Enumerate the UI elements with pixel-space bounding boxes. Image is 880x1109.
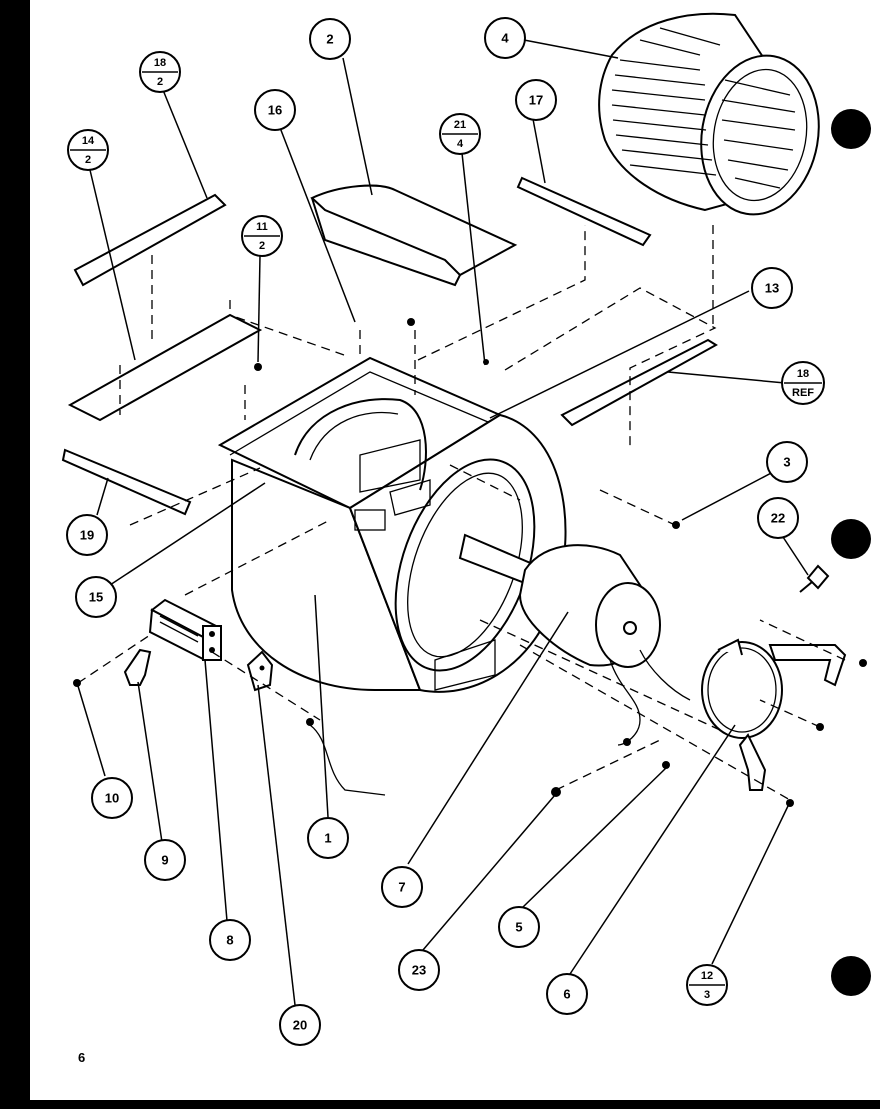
svg-text:9: 9 (161, 853, 168, 868)
callout-21-4: 21 4 (439, 113, 481, 155)
blower-housing (217, 356, 567, 693)
fitting-22 (799, 564, 830, 593)
strip-18-ref (560, 338, 718, 427)
svg-text:11: 11 (256, 221, 268, 233)
callout-8: 8 (209, 919, 251, 961)
svg-text:19: 19 (80, 528, 94, 543)
panel-14-2 (67, 255, 263, 422)
svg-text:18: 18 (797, 368, 809, 380)
callout-12-3: 12 3 (686, 964, 728, 1006)
assembly-lines (77, 225, 846, 801)
svg-text:17: 17 (529, 93, 543, 108)
leader-lines (77, 39, 809, 1006)
svg-text:4: 4 (501, 31, 509, 46)
callout-14-2: 14 2 (67, 129, 109, 171)
registration-dot-middle (831, 519, 871, 559)
capacitor-clip (123, 648, 152, 686)
callout-15: 15 (75, 576, 117, 618)
bracket-20 (246, 650, 274, 692)
svg-text:8: 8 (226, 933, 233, 948)
motor-mount-band (701, 638, 847, 791)
svg-text:6: 6 (563, 987, 570, 1002)
callout-9: 9 (144, 839, 186, 881)
svg-text:2: 2 (85, 154, 91, 166)
svg-text:12: 12 (701, 970, 713, 982)
callout-5: 5 (498, 906, 540, 948)
capacitor (148, 598, 222, 662)
svg-text:5: 5 (515, 920, 522, 935)
blower-wheel (598, 12, 820, 216)
callout-16: 16 (254, 89, 296, 131)
svg-text:2: 2 (157, 76, 163, 88)
svg-text:1: 1 (324, 831, 331, 846)
callout-17: 17 (515, 79, 557, 121)
svg-text:22: 22 (771, 511, 785, 526)
callout-19: 19 (66, 514, 108, 556)
page-number: 6 (78, 1050, 85, 1065)
svg-text:4: 4 (457, 138, 464, 150)
svg-text:3: 3 (783, 455, 790, 470)
svg-text:3: 3 (704, 989, 710, 1001)
callout-1: 1 (307, 817, 349, 859)
callout-20: 20 (279, 1004, 321, 1046)
svg-text:2: 2 (326, 32, 333, 47)
svg-text:16: 16 (268, 103, 282, 118)
callout-22: 22 (757, 497, 799, 539)
callout-18-2: 18 2 (139, 51, 181, 93)
strip-17 (516, 176, 652, 247)
registration-dot-bottom (831, 956, 871, 996)
callout-6: 6 (546, 973, 588, 1015)
strip-18-2 (73, 193, 227, 287)
svg-text:21: 21 (454, 119, 466, 131)
ground-wire (309, 724, 386, 796)
callout-7: 7 (381, 866, 423, 908)
svg-text:10: 10 (105, 791, 119, 806)
callout-11-2: 11 2 (241, 215, 283, 257)
svg-text:18: 18 (154, 57, 166, 69)
callout-10: 10 (91, 777, 133, 819)
svg-text:REF: REF (792, 387, 814, 399)
svg-text:20: 20 (293, 1018, 307, 1033)
callout-4: 4 (484, 17, 526, 59)
callout-18-ref: 18 REF (781, 361, 825, 405)
callout-23: 23 (398, 949, 440, 991)
svg-text:23: 23 (412, 963, 426, 978)
svg-text:13: 13 (765, 281, 779, 296)
registration-dot-top (831, 109, 871, 149)
callout-2: 2 (309, 18, 351, 60)
strip-19 (61, 448, 192, 516)
svg-text:7: 7 (398, 880, 405, 895)
svg-text:14: 14 (82, 135, 95, 147)
callout-13: 13 (751, 267, 793, 309)
cutoff-plate (310, 184, 518, 287)
svg-text:2: 2 (259, 240, 265, 252)
callout-3: 3 (766, 441, 808, 483)
svg-text:15: 15 (89, 590, 103, 605)
